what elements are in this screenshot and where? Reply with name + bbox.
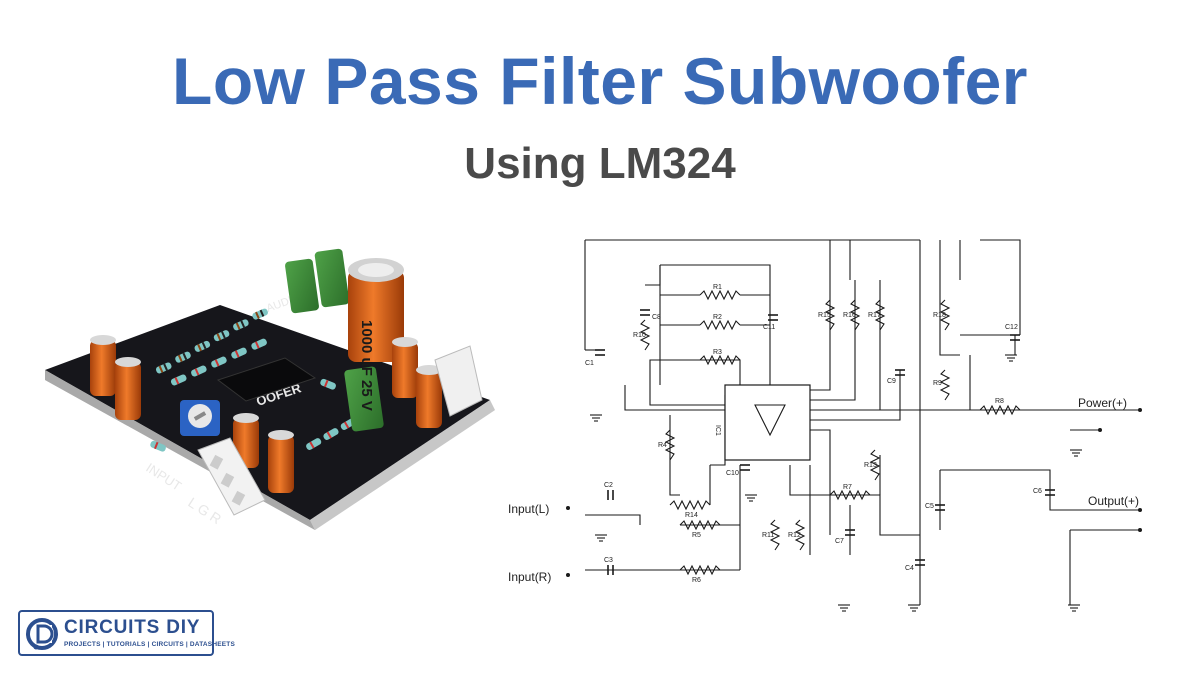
film-capacitors bbox=[285, 248, 384, 432]
label-r6: R6 bbox=[692, 577, 701, 584]
input-pins-label: L G R bbox=[185, 494, 224, 527]
circuit-schematic: IC1 R1 R2 R3 R10 R4 R5 R6 R7 R8 R9 R11 R… bbox=[508, 239, 1142, 612]
label-r11: R11 bbox=[762, 532, 774, 539]
brand-tagline: PROJECTS | TUTORIALS | CIRCUITS | DATASH… bbox=[64, 641, 235, 648]
label-c10: C10 bbox=[726, 470, 739, 477]
brand-mark-icon bbox=[26, 618, 58, 650]
label-c7: C7 bbox=[835, 538, 844, 545]
output-connector bbox=[434, 345, 483, 417]
schematic-capacitors bbox=[595, 309, 1055, 575]
label-r14: R14 bbox=[685, 512, 698, 519]
schematic-resistors bbox=[639, 289, 1021, 576]
pcb-surface bbox=[45, 305, 490, 520]
page-subtitle: Using LM324 bbox=[464, 139, 736, 188]
schematic-wires bbox=[584, 239, 1140, 605]
schematic-terminals: Input(L) Input(R) Power(+) Output(+) bbox=[508, 396, 1139, 584]
label-c2: C2 bbox=[604, 482, 613, 489]
label-c6: C6 bbox=[1033, 488, 1042, 495]
pcb-board-photo: AUDIO OOFER INPUT L G R bbox=[45, 248, 495, 530]
label-c12: C12 bbox=[1005, 324, 1018, 331]
label-c9: C9 bbox=[887, 378, 896, 385]
label-r13: R13 bbox=[864, 462, 877, 469]
label-r17: R17 bbox=[868, 312, 881, 319]
power-label: Power(+) bbox=[1078, 396, 1127, 410]
large-cap-label: 1000 uF 25 V bbox=[358, 320, 375, 411]
label-c1: C1 bbox=[585, 360, 594, 367]
label-r3: R3 bbox=[713, 349, 722, 356]
label-r1: R1 bbox=[713, 284, 722, 291]
input-silk-label: INPUT bbox=[143, 460, 184, 494]
brand-logo[interactable]: CIRCUITS DIY PROJECTS | TUTORIALS | CIRC… bbox=[18, 610, 235, 656]
output-label: Output(+) bbox=[1088, 494, 1139, 508]
schematic-grounds bbox=[590, 354, 1082, 612]
label-r12: R12 bbox=[788, 532, 801, 539]
label-r10: R10 bbox=[633, 332, 646, 339]
schematic-component-labels: R1 R2 R3 R10 R4 R5 R6 R7 R8 R9 R11 R12 R… bbox=[585, 284, 1042, 584]
brand-name: CIRCUITS DIY bbox=[64, 617, 201, 638]
label-r4: R4 bbox=[658, 442, 667, 449]
label-c11: C11 bbox=[763, 324, 775, 331]
label-r15: R15 bbox=[818, 312, 831, 319]
label-r7: R7 bbox=[843, 484, 852, 491]
label-r16: R16 bbox=[843, 312, 856, 319]
label-c5: C5 bbox=[925, 503, 934, 510]
schematic-terminal-dots bbox=[566, 408, 1142, 577]
input-left-label: Input(L) bbox=[508, 502, 549, 516]
large-electrolytic-capacitor: 1000 uF 25 V bbox=[348, 258, 404, 411]
ic-chip bbox=[216, 357, 317, 402]
label-r5: R5 bbox=[692, 532, 701, 539]
label-r9: R9 bbox=[933, 380, 942, 387]
label-c3: C3 bbox=[604, 557, 613, 564]
label-r18: R18 bbox=[933, 312, 946, 319]
input-right-label: Input(R) bbox=[508, 570, 551, 584]
input-connector bbox=[197, 437, 266, 516]
label-r2: R2 bbox=[713, 314, 722, 321]
op-amp-ic: IC1 bbox=[714, 384, 811, 461]
ic-label: IC1 bbox=[714, 425, 721, 436]
trimmer-potentiometer bbox=[180, 400, 220, 436]
page-title: Low Pass Filter Subwoofer bbox=[172, 44, 1028, 118]
label-c4: C4 bbox=[905, 565, 914, 572]
label-c8: C8 bbox=[652, 314, 661, 321]
label-r8: R8 bbox=[995, 398, 1004, 405]
resistor-row-top bbox=[155, 308, 268, 386]
